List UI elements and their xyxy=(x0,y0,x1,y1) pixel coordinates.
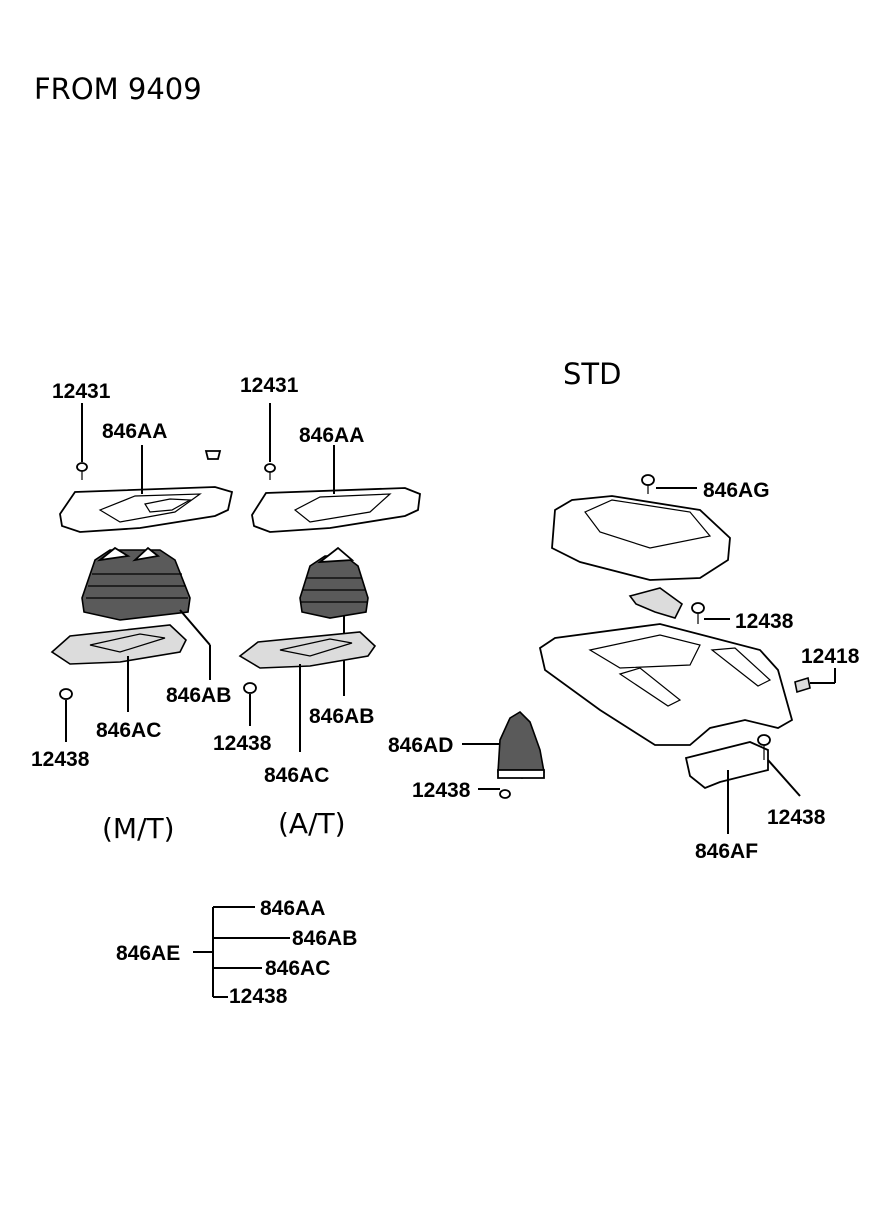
std-console-body xyxy=(538,623,794,746)
mt-cover-846AA xyxy=(59,486,234,533)
std-leader-12438-bottom xyxy=(767,759,801,797)
std-hinge xyxy=(628,587,684,619)
std-label-846AF: 846AF xyxy=(695,840,758,863)
caption-mt: (M/T) xyxy=(102,812,175,845)
mt-label-846AA: 846AA xyxy=(102,420,167,443)
std-label-12418: 12418 xyxy=(801,645,860,668)
at-screw-12438 xyxy=(243,682,257,726)
kit-label-846AE: 846AE xyxy=(116,942,180,965)
mt-leader-846AB xyxy=(179,609,211,646)
mid-label-12438: 12438 xyxy=(412,779,471,802)
at-assembly xyxy=(238,403,421,752)
kit-item-846AC: 846AC xyxy=(265,957,330,980)
std-bracket-846AF xyxy=(684,741,769,790)
std-screw-12438-top xyxy=(691,602,705,624)
std-lid xyxy=(551,495,731,581)
std-label-12438-bottom: 12438 xyxy=(767,806,826,829)
kit-item-846AA: 846AA xyxy=(260,897,325,920)
std-screw-12418 xyxy=(794,676,811,694)
std-screw-846AG xyxy=(641,474,655,494)
mt-label-846AC: 846AC xyxy=(96,719,161,742)
std-assembly xyxy=(538,474,836,834)
kit-tree xyxy=(193,906,290,998)
mt-assembly xyxy=(50,403,234,742)
at-label-846AB: 846AB xyxy=(309,705,374,728)
diagram-title: FROM 9409 xyxy=(34,72,202,106)
mt-screw-12431 xyxy=(76,403,88,480)
std-label-846AG: 846AG xyxy=(703,479,770,502)
shift-boot-846AD xyxy=(497,710,545,779)
mt-label-846AB: 846AB xyxy=(166,684,231,707)
kit-item-846AB: 846AB xyxy=(292,927,357,950)
caption-at: (A/T) xyxy=(278,807,346,840)
at-screw-12431 xyxy=(264,403,276,480)
mt-label-12431: 12431 xyxy=(52,380,111,403)
at-boot-846AB xyxy=(299,546,369,619)
at-label-846AC: 846AC xyxy=(264,764,329,787)
at-base-846AC xyxy=(238,631,377,669)
kit-item-12438: 12438 xyxy=(229,985,288,1008)
mt-screw-12438 xyxy=(59,688,73,742)
mid-screw-12438 xyxy=(478,788,511,799)
mt-label-12438: 12438 xyxy=(31,748,90,771)
variant-label-std: STD xyxy=(563,357,621,391)
at-cover-846AA xyxy=(251,487,421,533)
mt-base-846AC xyxy=(50,624,187,665)
mt-boot-846AB xyxy=(81,546,191,621)
mid-label-846AD: 846AD xyxy=(388,734,453,757)
std-label-12438-top: 12438 xyxy=(735,610,794,633)
at-label-846AA: 846AA xyxy=(299,424,364,447)
at-label-12438: 12438 xyxy=(213,732,272,755)
mt-clip xyxy=(204,450,222,460)
std-screw-12438-bottom xyxy=(757,734,771,760)
at-label-12431: 12431 xyxy=(240,374,299,397)
